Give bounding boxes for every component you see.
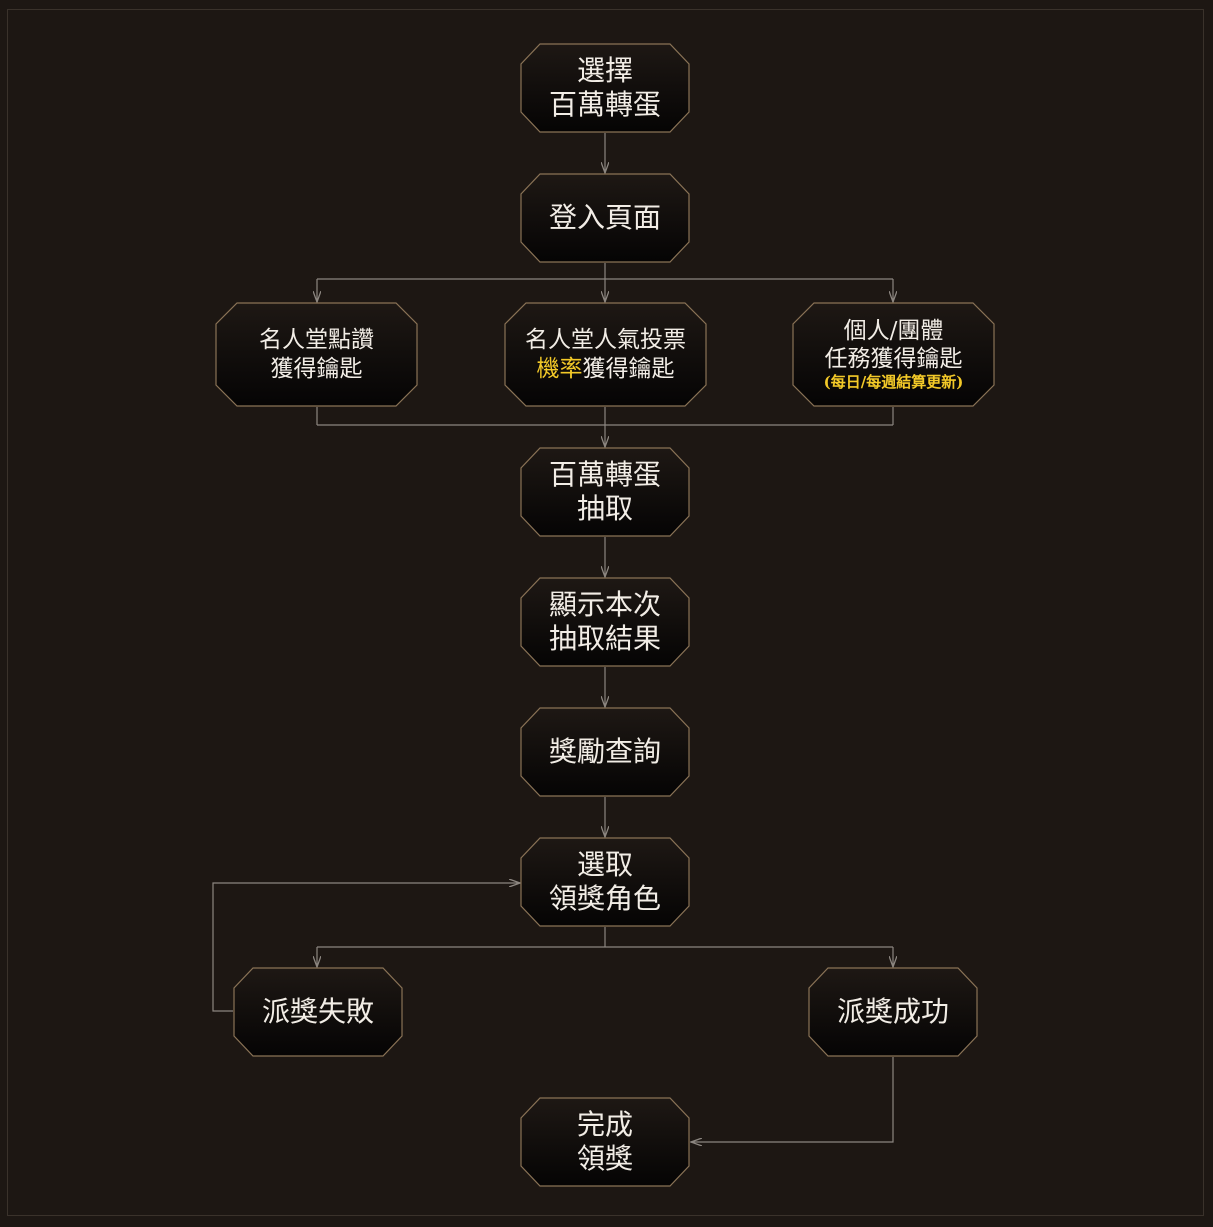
- node-hall-vote: 名人堂人氣投票 機率獲得鑰匙: [504, 302, 707, 407]
- node-label: 領獎: [576, 1142, 633, 1175]
- node-label: 獎勵查詢: [548, 734, 661, 768]
- node-label: 任務獲得鑰匙: [824, 345, 963, 372]
- node-shape: [233, 967, 403, 1057]
- node-shape: [215, 302, 418, 407]
- node-label: 個人/團體: [843, 317, 944, 344]
- node-label: 登入頁面: [548, 200, 661, 234]
- connector-success-complete: [691, 1057, 894, 1142]
- node-shape: [504, 302, 707, 407]
- node-label: 完成: [576, 1107, 633, 1141]
- node-shape: [520, 1097, 690, 1187]
- node-label: 獲得鑰匙: [270, 355, 363, 382]
- node-login-page: 登入頁面: [520, 173, 690, 263]
- node-shape: [520, 447, 690, 537]
- probability-highlight: 機率: [536, 355, 583, 382]
- node-label: 派獎失敗: [261, 994, 374, 1028]
- node-label: 抽取: [576, 492, 633, 525]
- frame-border: [7, 9, 1204, 1216]
- node-label: 名人堂點讚: [259, 327, 374, 354]
- node-shape: [520, 43, 690, 133]
- node-label-line2: 機率獲得鑰匙: [537, 355, 675, 383]
- node-select-character: 選取 領獎角色: [520, 837, 690, 927]
- node-hall-like: 名人堂點讚 獲得鑰匙: [215, 302, 418, 407]
- node-shape: [520, 707, 690, 797]
- node-label: 顯示本次: [548, 587, 661, 621]
- node-missions: 個人/團體 任務獲得鑰匙 (每日/每週結算更新): [792, 302, 995, 407]
- node-label: 選取: [576, 847, 633, 881]
- node-shape: [808, 967, 978, 1057]
- node-label: 選擇: [576, 53, 633, 87]
- node-shape: [520, 837, 690, 927]
- node-shape: [520, 173, 690, 263]
- node-show-result: 顯示本次 抽取結果: [520, 577, 690, 667]
- node-label: 領獎角色: [548, 882, 661, 915]
- connector-fail-loop: [212, 883, 520, 1012]
- node-shape: [520, 577, 690, 667]
- node-reward-query: 獎勵查詢: [520, 707, 690, 797]
- node-label: 百萬轉蛋: [548, 457, 661, 491]
- node-note: (每日/每週結算更新): [823, 372, 964, 391]
- node-select-gacha: 選擇 百萬轉蛋: [520, 43, 690, 133]
- node-send-fail: 派獎失敗: [233, 967, 403, 1057]
- node-label: 派獎成功: [836, 994, 949, 1028]
- node-complete: 完成 領獎: [520, 1097, 690, 1187]
- node-label: 抽取結果: [548, 622, 661, 655]
- node-label: 名人堂人氣投票: [525, 327, 686, 354]
- node-gacha-draw: 百萬轉蛋 抽取: [520, 447, 690, 537]
- node-shape: [792, 302, 995, 407]
- node-label-rest: 獲得鑰匙: [582, 355, 675, 382]
- node-send-success: 派獎成功: [808, 967, 978, 1057]
- node-label: 百萬轉蛋: [548, 88, 661, 121]
